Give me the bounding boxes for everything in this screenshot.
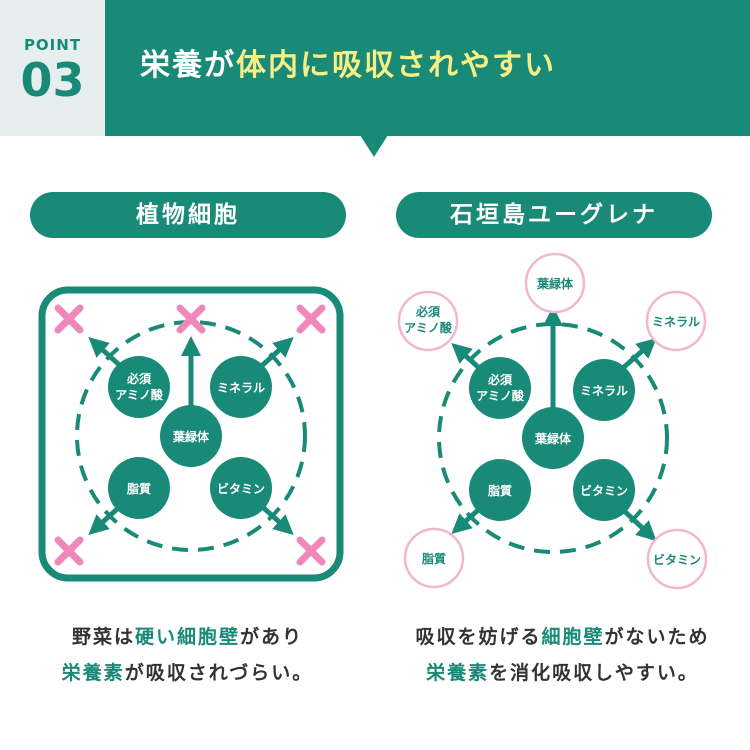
right-panel-title: 石垣島ユーグレナ [396, 192, 712, 238]
cross-icon [54, 304, 84, 334]
header-pointer [360, 135, 388, 157]
node-minerals [210, 356, 272, 418]
node-amino-acid-label1: 必須 [126, 371, 152, 386]
node-amino-acid-label2: アミノ酸 [115, 387, 164, 402]
outer-node-minerals [645, 290, 707, 352]
outer-node-chloroplast-label: 葉緑体 [536, 276, 574, 291]
cell-wall [38, 286, 344, 582]
outer-node-lipids-label: 脂質 [421, 551, 446, 566]
node-amino-acid-label2: アミノ酸 [476, 388, 525, 403]
node-vitamins-label: ビタミン [580, 483, 628, 498]
left-caption-2b: が吸収されづらい。 [124, 662, 314, 684]
left-caption-1a: 野菜は [71, 626, 135, 648]
node-chloroplast [522, 407, 584, 469]
outer-node-amino-acid-label1: 必須 [415, 304, 441, 319]
outer-node-vitamins [646, 528, 708, 590]
right-caption-2b: を消化吸収しやすい。 [489, 662, 699, 684]
right-caption-1c: がないため [604, 626, 710, 648]
outer-node-amino-acid [397, 290, 459, 352]
node-lipids [469, 459, 531, 521]
node-lipids [108, 457, 170, 519]
left-caption-line2: 栄養素が吸収されづらい。 [0, 658, 375, 685]
right-caption-line2: 栄養素を消化吸収しやすい。 [375, 658, 750, 685]
node-chloroplast-label: 葉緑体 [172, 429, 210, 444]
euglena-membrane-dashed [437, 322, 669, 554]
outer-node-chloroplast [524, 252, 586, 314]
outer-node-vitamins-label: ビタミン [653, 552, 701, 567]
page-title: 栄養が体内に吸収されやすい [140, 48, 556, 84]
left-caption-1b: 硬い細胞壁 [134, 626, 240, 648]
point-label: POINT [23, 36, 82, 54]
cell-membrane-dashed [75, 320, 307, 552]
node-minerals-label: ミネラル [217, 381, 265, 395]
right-caption-line1: 吸収を妨げる細胞壁がないため [375, 622, 750, 649]
right-caption-1b: 細胞壁 [541, 626, 605, 648]
page-title-highlight: 体内に吸収されやすい [236, 48, 556, 83]
left-caption-line1: 野菜は硬い細胞壁があり [0, 622, 375, 649]
node-minerals [573, 359, 635, 421]
outer-node-minerals-label: ミネラル [652, 315, 700, 329]
node-vitamins [573, 459, 635, 521]
node-vitamins [210, 457, 272, 519]
outer-node-lipids [403, 527, 465, 589]
node-amino-acid-label1: 必須 [487, 372, 513, 387]
page-title-part1: 栄養が [140, 48, 236, 83]
node-amino-acid [108, 356, 170, 418]
header-band [105, 0, 750, 136]
left-caption-1c: があり [240, 626, 304, 648]
plant-cell-diagram: 必須 アミノ酸 ミネラル 葉緑体 脂質 ビタミン [38, 286, 344, 582]
cross-icon [54, 536, 84, 566]
cross-icon [296, 304, 326, 334]
node-chloroplast-label: 葉緑体 [534, 431, 572, 446]
right-caption-2a: 栄養素 [426, 662, 490, 684]
point-number: 03 [20, 53, 85, 107]
blocked-cross-icons [54, 304, 326, 566]
point-badge: POINT 03 [0, 0, 105, 136]
node-vitamins-label: ビタミン [217, 481, 265, 496]
right-caption-1a: 吸収を妨げる [415, 626, 542, 648]
node-amino-acid [469, 357, 531, 419]
node-lipids-label: 脂質 [126, 481, 151, 496]
left-caption-2a: 栄養素 [61, 662, 125, 684]
euglena-diagram: 葉緑体 必須 アミノ酸 ミネラル 脂質 ビタミン 必須 アミノ酸 ミネラル 葉緑… [397, 252, 708, 590]
node-chloroplast [160, 405, 222, 467]
outer-node-amino-acid-label2: アミノ酸 [404, 320, 453, 335]
cross-icon [296, 536, 326, 566]
node-lipids-label: 脂質 [487, 483, 512, 498]
cross-icon [176, 304, 206, 334]
node-minerals-label: ミネラル [580, 384, 628, 398]
left-panel-title: 植物細胞 [30, 192, 346, 238]
